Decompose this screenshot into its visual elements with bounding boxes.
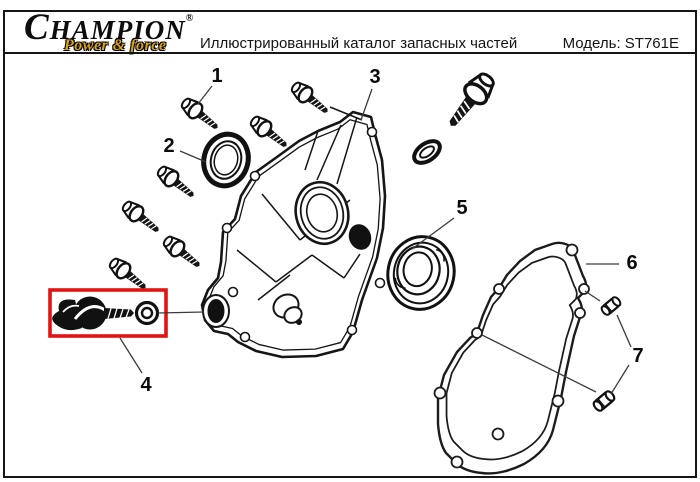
model-label: Модель: ST761E <box>562 35 679 52</box>
callout-7: 7 <box>632 345 644 367</box>
dowel-pin-upper <box>599 294 623 318</box>
dipstick-plug-assembly <box>52 296 160 331</box>
page-title: Иллюстрированный каталог запасных частей <box>200 35 518 52</box>
cover-pocket <box>348 224 372 250</box>
callout-4: 4 <box>140 374 152 396</box>
registered-mark: ® <box>185 13 194 24</box>
callout-6: 6 <box>626 252 638 274</box>
oil-seal <box>201 131 251 189</box>
dipstick-hole <box>207 299 225 323</box>
dowel-pin-lower <box>590 388 618 414</box>
callout-lines <box>119 85 632 395</box>
callout-5: 5 <box>456 197 468 219</box>
champion-logo: CHAMPION® <box>24 9 193 46</box>
header-divider <box>5 52 695 54</box>
cover-gasket <box>433 241 590 475</box>
callout-1: 1 <box>211 65 223 87</box>
callout-3: 3 <box>369 66 381 88</box>
brand-tagline: Power & force <box>64 37 167 54</box>
callout-2: 2 <box>163 135 175 157</box>
drain-bolt-assembly <box>412 67 501 165</box>
ball-bearing <box>386 235 456 311</box>
crankcase-cover <box>200 106 387 359</box>
